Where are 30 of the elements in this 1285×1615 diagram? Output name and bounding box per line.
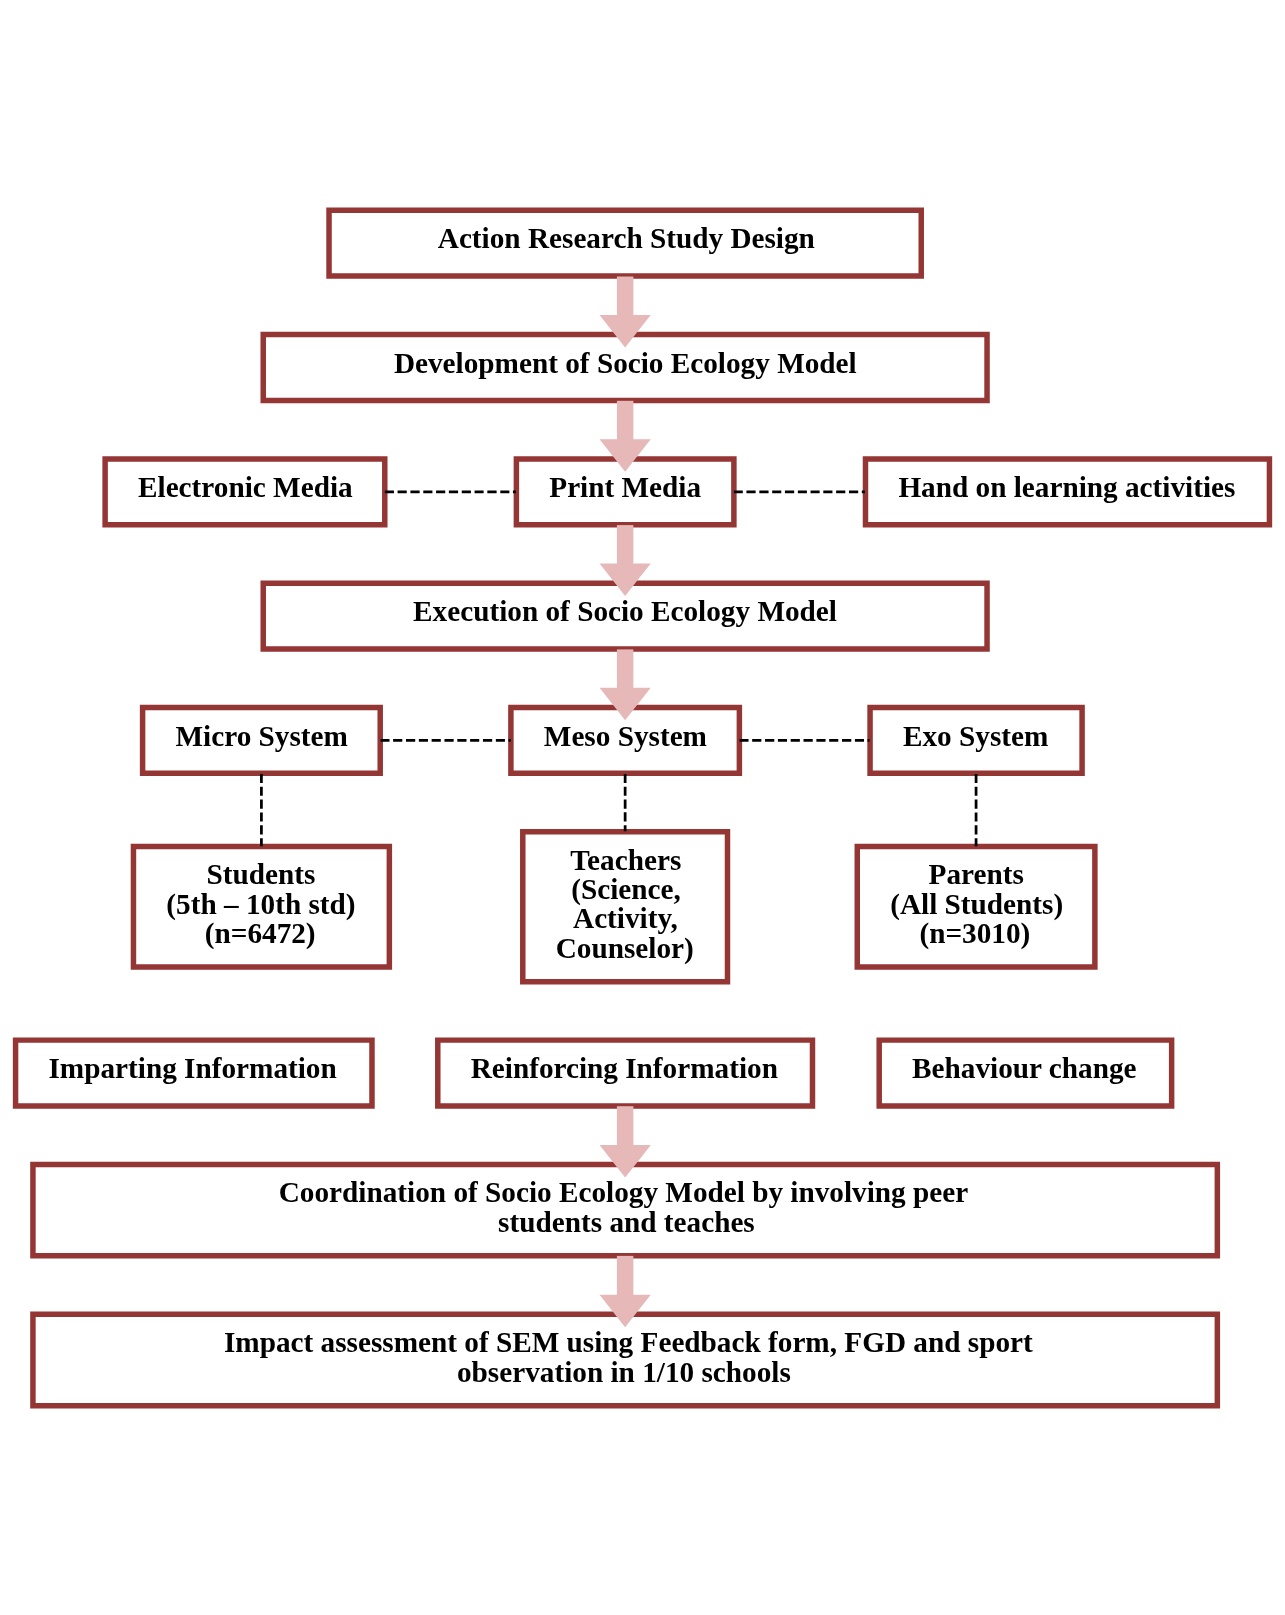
node-box: Behaviour change	[876, 1036, 1175, 1109]
node-box: Exo System	[867, 704, 1085, 776]
node-box: Impact assessment of SEM using Feedback form, FGD and sport observation in 1/10 schools	[30, 1311, 1221, 1408]
node-box: Development of Socio Ecology Model	[260, 331, 990, 403]
node-box: Parents (All Students) (n=3010)	[854, 843, 1098, 970]
node-box: Micro System	[139, 704, 383, 776]
arrow	[599, 524, 651, 596]
arrow	[599, 1255, 651, 1327]
connector	[974, 773, 978, 846]
node-box: Electronic Media	[102, 455, 388, 527]
connector	[380, 738, 511, 742]
arrow	[599, 648, 651, 720]
connector	[260, 773, 263, 846]
node-box: Teachers (Science, Activity, Counselor)	[520, 828, 731, 984]
node-box: Students (5th – 10th std) (n=6472)	[130, 843, 393, 970]
node-box: Execution of Socio Ecology Model	[260, 579, 990, 652]
node-box: Imparting Information	[12, 1036, 375, 1109]
connector	[739, 738, 870, 742]
node-box: Meso System	[508, 704, 743, 776]
connector	[623, 773, 627, 831]
arrow	[599, 400, 651, 472]
connector	[384, 489, 516, 493]
node-box: Action Research Study Design	[326, 207, 924, 279]
node-box: Print Media	[513, 455, 737, 527]
arrow	[599, 1105, 651, 1178]
connector	[733, 489, 865, 493]
node-box: Coordination of Socio Ecology Model by involving peer students and teaches	[30, 1161, 1221, 1259]
node-box: Reinforcing Information	[435, 1036, 816, 1109]
node-box: Hand on learning activities	[862, 455, 1273, 527]
arrow	[599, 276, 651, 347]
